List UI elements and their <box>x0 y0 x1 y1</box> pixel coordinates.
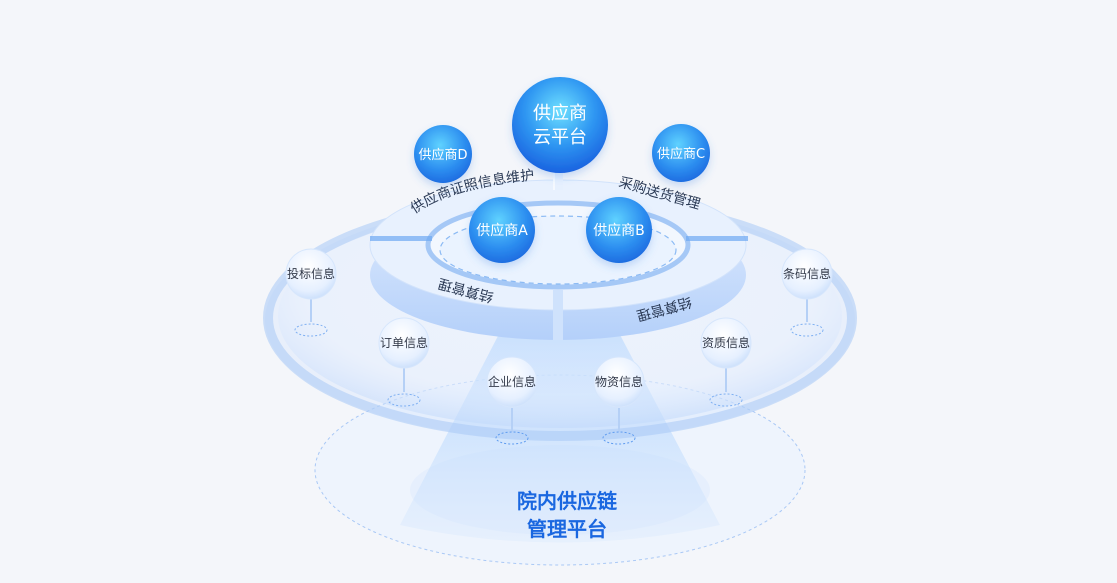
info-node-order[interactable]: 订单信息 <box>378 317 430 407</box>
hospital-platform-label-line1: 院内供应链 <box>517 489 618 513</box>
hospital-platform-label-line2: 管理平台 <box>527 517 607 541</box>
info-node-qualification-label: 资质信息 <box>702 335 750 350</box>
info-node-enterprise-label: 企业信息 <box>488 374 536 389</box>
info-node-enterprise[interactable]: 企业信息 <box>486 356 538 445</box>
info-node-qualification[interactable]: 资质信息 <box>700 317 752 407</box>
info-node-bidding[interactable]: 投标信息 <box>285 248 337 337</box>
supplier-d-label: 供应商D <box>418 147 467 163</box>
cloud-platform-node[interactable]: 供应商 云平台 <box>512 77 608 173</box>
supplier-b-node[interactable]: 供应商B <box>586 197 652 263</box>
info-node-material-label: 物资信息 <box>595 374 643 389</box>
supplier-c-node[interactable]: 供应商C <box>652 124 710 182</box>
info-node-barcode-label: 条码信息 <box>783 266 831 281</box>
cloud-platform-label-line1: 供应商 <box>533 103 587 124</box>
info-node-barcode[interactable]: 条码信息 <box>781 248 833 337</box>
supplier-a-node[interactable]: 供应商A <box>469 197 535 263</box>
info-node-material[interactable]: 物资信息 <box>593 356 645 445</box>
supplier-b-label: 供应商B <box>593 222 645 239</box>
info-node-order-label: 订单信息 <box>380 335 428 350</box>
supplier-d-node[interactable]: 供应商D <box>414 125 472 183</box>
supplier-a-label: 供应商A <box>476 222 528 239</box>
info-node-bidding-label: 投标信息 <box>287 266 335 281</box>
hospital-platform-label: 院内供应链 管理平台 <box>517 489 618 541</box>
cloud-platform-label-line2: 云平台 <box>533 127 587 148</box>
supplier-c-label: 供应商C <box>657 146 705 162</box>
